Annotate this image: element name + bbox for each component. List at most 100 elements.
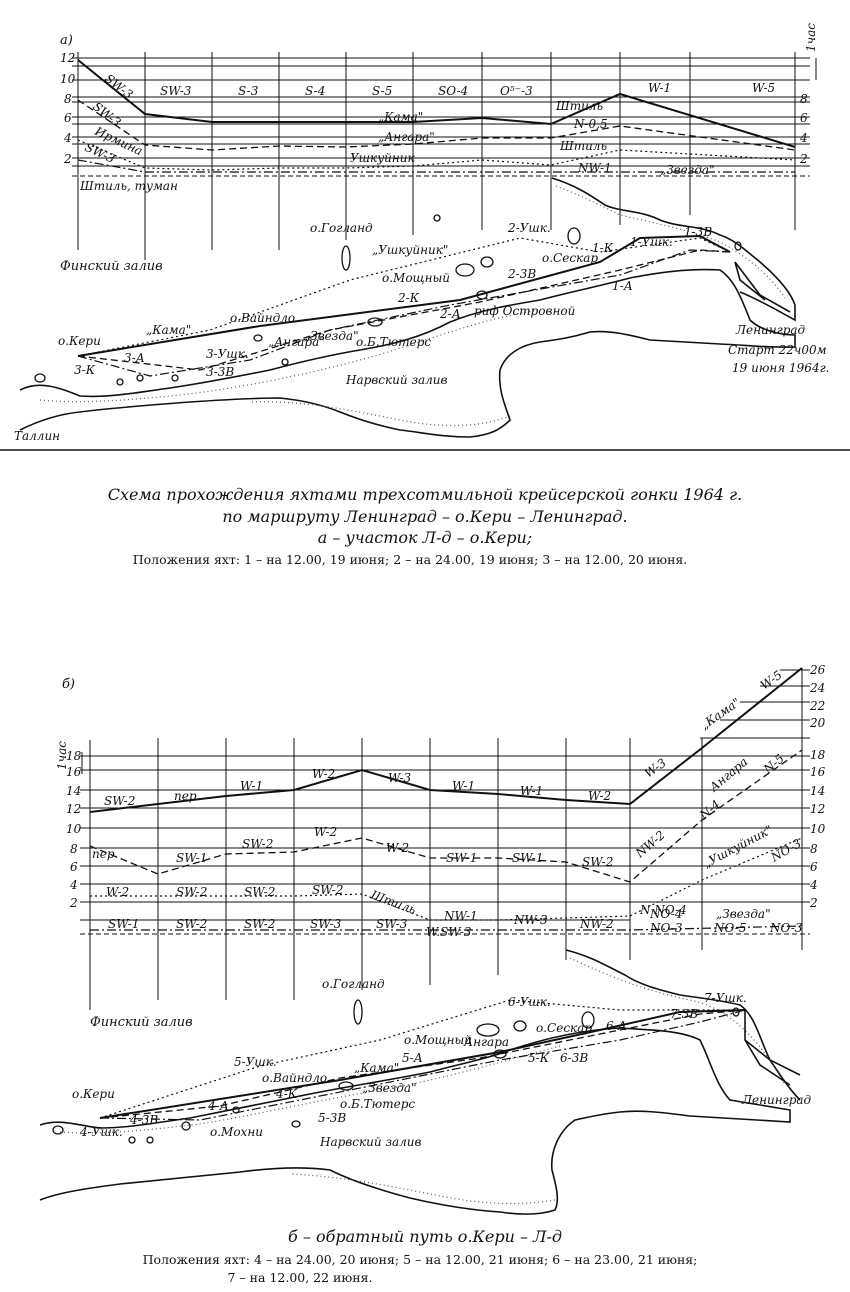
svg-text:Ангара: Ангара [463,1035,509,1049]
part-a-hour-label: 1час [804,23,818,52]
part-a-kama-track [77,59,796,148]
svg-text:SW-2: SW-2 [176,917,207,931]
svg-text:SW-3: SW-3 [310,917,342,931]
svg-text:о.Гогланд: о.Гогланд [310,221,373,235]
svg-text:риф Островной: риф Островной [474,304,575,318]
part-a-left-scale: 12 10 8 6 4 2 [60,51,76,166]
svg-text:о.Вайндло: о.Вайндло [230,311,295,325]
svg-text:NW-2: NW-2 [632,828,668,861]
svg-text:W-2: W-2 [106,885,129,899]
svg-text:Старт 22ч00м: Старт 22ч00м [728,343,827,357]
svg-text:Нарвский залив: Нарвский залив [319,1135,422,1149]
part-b-zvezda-route [99,1009,746,1121]
svg-text:4-К: 4-К [275,1087,298,1101]
svg-text:„Кама": „Кама" [146,323,191,337]
svg-text:10: 10 [810,822,826,836]
part-b-wind-chart: б) 1час [55,663,826,1010]
svg-text:3-Ушк.: 3-Ушк. [206,347,249,361]
part-b-angara-route [99,1009,746,1119]
svg-text:„Ушкуйник": „Ушкуйник" [701,822,775,870]
part-a-zvezda-route [77,249,731,377]
svg-text:8: 8 [70,842,78,856]
svg-text:W.SW-3: W.SW-3 [426,925,472,939]
svg-text:12: 12 [810,802,825,816]
svg-text:Штиль: Штиль [555,99,603,113]
svg-text:SW-1: SW-1 [512,851,543,865]
svg-text:22: 22 [809,699,825,713]
svg-text:W-1: W-1 [240,779,263,793]
svg-text:о.Гогланд: о.Гогланд [322,977,385,991]
svg-text:„Ушкуйник": „Ушкуйник" [372,243,448,257]
part-b-kama-track [89,667,803,813]
part-a-place-labels: о.Гогланд Финский залив о.Мощный о.Сеска… [14,221,806,443]
svg-text:SW-1: SW-1 [108,917,139,931]
svg-text:2-Ушк.: 2-Ушк. [507,221,551,235]
part-a-map: о.Гогланд Финский залив о.Мощный о.Сеска… [0,177,850,451]
svg-text:4: 4 [63,131,72,145]
caption-a-subtitle: по маршруту Ленинград – о.Кери – Ленингр… [222,507,627,526]
svg-text:Финский залив: Финский залив [60,259,163,274]
caption-a-title: Схема прохождения яхтами трехсотмильной … [108,485,742,504]
part-a-weather: Штиль Штиль, туман Штиль N-0,5 NW-1 [79,99,612,193]
part-b-ushkuynik-route [99,999,745,1119]
svg-text:4-Ушк.: 4-Ушк. [79,1125,123,1139]
svg-text:„Звезда": „Звезда" [660,163,715,177]
part-b-zvezda-track [90,925,803,931]
svg-text:о.Сескар: о.Сескар [536,1021,592,1035]
svg-text:W-2: W-2 [314,825,337,839]
svg-text:SW-3: SW-3 [160,84,192,98]
svg-text:5-А: 5-А [402,1051,423,1065]
svg-text:„Звезда": „Звезда" [716,907,771,921]
part-a-diagonal-winds: SW-3 SW-3 SW-3 Ирмина [83,71,145,166]
part-b-map: о.Гогланд Финский залив о.Мощный о.Сеска… [39,949,812,1215]
caption-b-part: б – обратный путь о.Кери – Л-д [288,1227,562,1246]
svg-text:о.Кери: о.Кери [58,334,101,348]
svg-text:3-К: 3-К [74,363,96,377]
svg-text:8: 8 [800,92,808,106]
svg-text:о.Сескар: о.Сескар [542,251,598,265]
svg-text:Ленинград: Ленинград [741,1093,812,1107]
svg-text:5-Ушк.: 5-Ушк. [234,1055,277,1069]
svg-text:NW-1: NW-1 [577,161,612,175]
svg-text:W-1: W-1 [648,81,671,95]
part-a-right-scale: 8 6 4 2 [799,92,808,166]
part-b-islands [52,999,740,1144]
part-b-hour-label: 1час [55,741,69,770]
svg-text:W-1: W-1 [452,779,475,793]
svg-text:Ангара: Ангара [706,755,750,795]
svg-text:14: 14 [810,784,825,798]
part-b-south-coast [39,1027,791,1215]
svg-text:6: 6 [810,860,818,874]
part-a-angara-track [77,99,796,151]
svg-text:„Звезда": „Звезда" [362,1081,417,1095]
svg-text:7-3В: 7-3В [670,1007,698,1021]
part-b-letter: б) [62,677,75,692]
svg-text:NW-3: NW-3 [513,913,548,927]
caption-a-legend: Положения яхт: 1 – на 12.00, 19 июня; 2 … [133,552,688,567]
svg-text:о.Мохни: о.Мохни [210,1125,263,1139]
svg-text:SW-1: SW-1 [446,851,477,865]
svg-text:N NO-4: N NO-4 [639,903,687,917]
svg-text:3-А: 3-А [124,351,145,365]
svg-text:SW-2: SW-2 [242,837,273,851]
svg-text:W-5: W-5 [758,668,785,693]
part-a-ushkuynik-track [77,139,796,171]
part-a-kama-route [77,234,731,357]
svg-text:N-5: N-5 [760,751,787,777]
svg-text:SW-2: SW-2 [104,794,135,808]
svg-text:„Звезда": „Звезда" [304,329,359,343]
svg-text:20: 20 [809,716,826,730]
part-b-position-labels: 6-Ушк. 5-Ушк. 5-А 6-А 5-К 6-3В 7-3В 7-Уш… [79,991,747,1139]
part-a-start-note: Старт 22ч00м 19 июня 1964г. [728,343,829,375]
svg-text:8: 8 [810,842,818,856]
svg-text:12: 12 [60,51,75,65]
caption-b: б – обратный путь о.Кери – Л-д Положения… [143,1227,698,1285]
svg-text:5-3В: 5-3В [318,1111,346,1125]
svg-text:18: 18 [66,749,82,763]
part-b-mid-winds: пер. SW-1 SW-2 W-2 W-2 SW-1 SW-1 SW-2 NW… [92,751,804,870]
part-b-right-scale: 26 24 22 20 18 16 14 12 10 8 6 4 2 [809,663,826,910]
svg-text:1-Ушк.: 1-Ушк. [630,235,673,249]
svg-text:N-0,5: N-0,5 [573,117,608,131]
part-a-position-labels: 2-Ушк. 1-К 1-Ушк. 1-3В 1-А 2-3В 2-К 2-А … [74,221,712,379]
svg-text:W-5: W-5 [752,81,775,95]
